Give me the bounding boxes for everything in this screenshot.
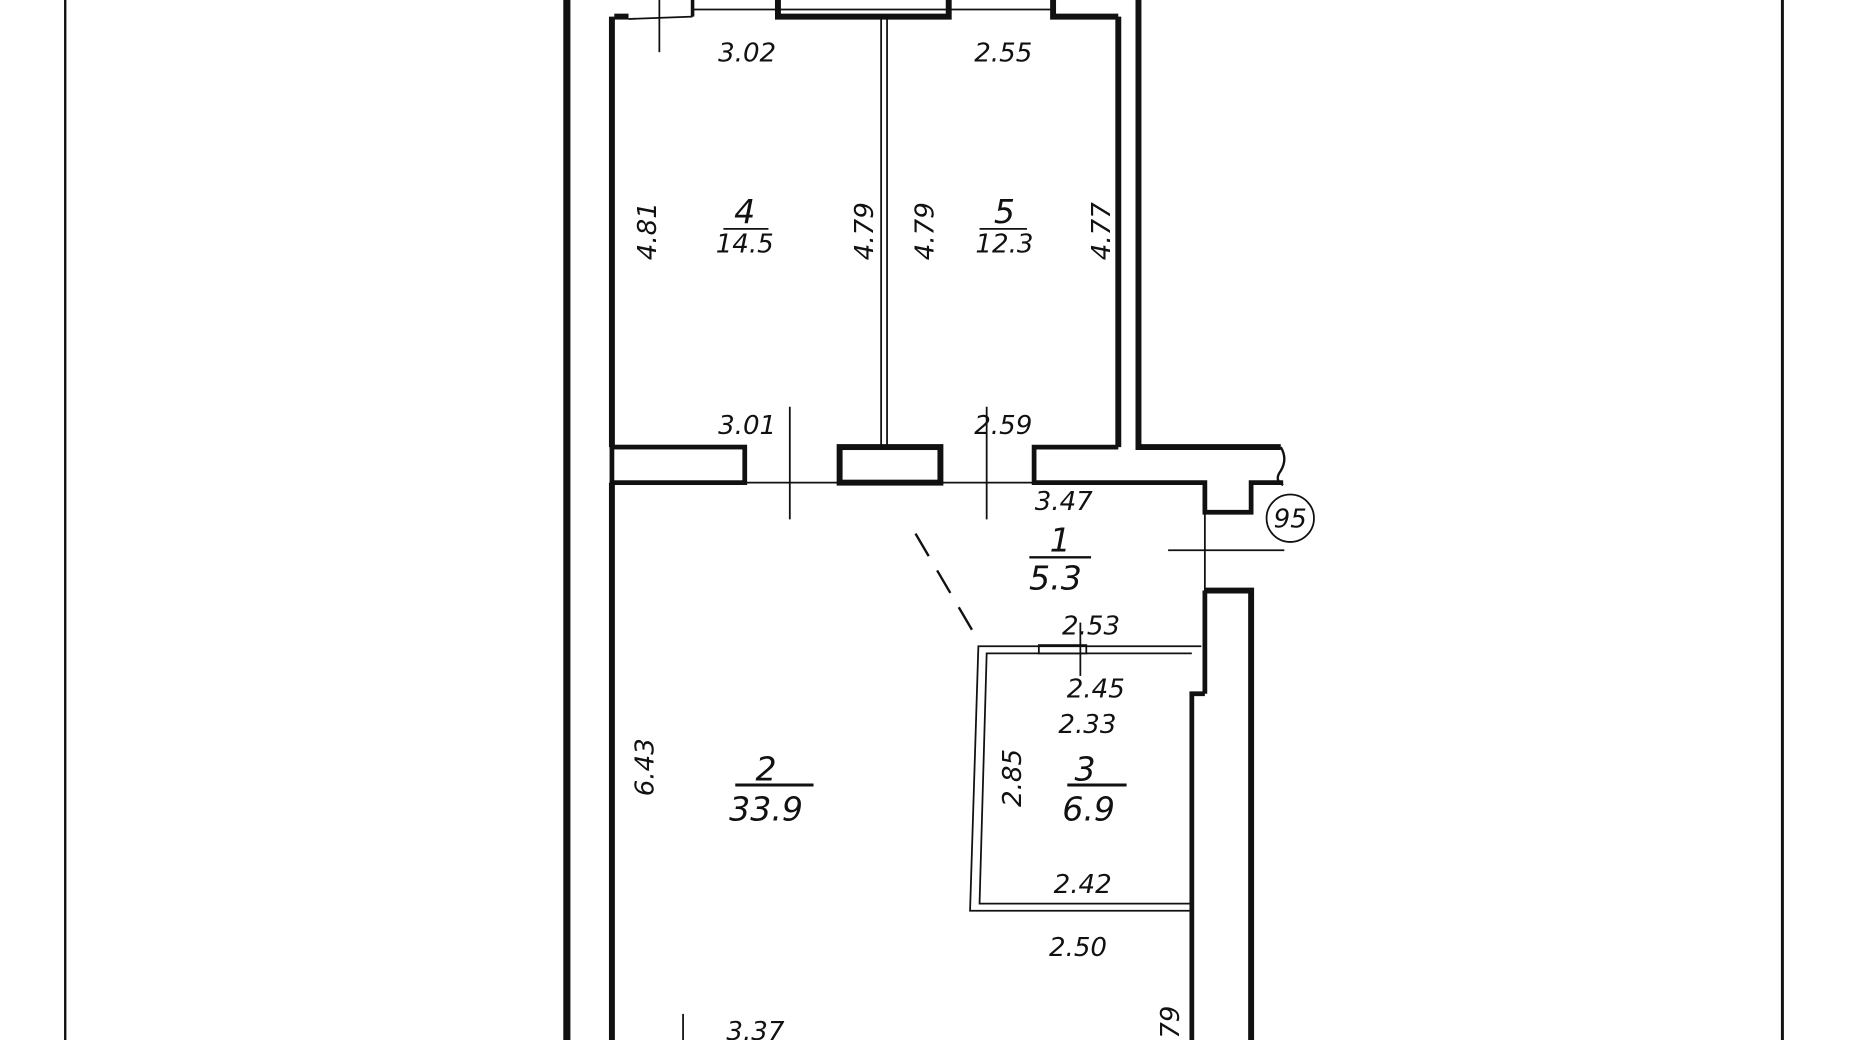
room-3-area: 6.9 [1062,790,1115,829]
dim-r1-bottom: 2.53 [1062,611,1120,641]
dim-r4-top: 3.02 [718,39,776,69]
room-2-area: 33.9 [729,790,803,829]
dim-r4-right: 4.79 [850,202,880,260]
dim-r2-bottom: 3.37 [726,1017,784,1040]
room-5-area: 12.3 [975,230,1033,260]
room-2-number: 2 [756,749,777,788]
dim-r3-left: 2.85 [998,749,1028,807]
dim-r4-bottom: 3.01 [718,411,776,441]
room-3-number: 3 [1075,749,1096,788]
dim-r1-top: 3.47 [1035,487,1093,517]
dim-r5-bottom: 2.59 [974,411,1032,441]
dim-r5-left: 4.79 [910,202,940,260]
room-4-area: 14.5 [716,230,774,260]
dim-r3-top: 2.45 [1067,674,1125,704]
plan-number-circle [1265,493,1315,543]
room-1-area: 5.3 [1029,558,1082,597]
dim-r2-mid: 2.50 [1049,933,1107,963]
dim-r5-top: 2.55 [974,39,1032,69]
dim-r2-left: 6.43 [630,738,660,796]
walls [563,0,1286,1040]
room-4-number: 4 [734,192,755,231]
dim-r4-left: 4.81 [633,202,663,260]
room-5-number: 5 [994,192,1015,231]
room-1-number: 1 [1050,520,1071,559]
plan-number-label: 95 [1274,505,1307,535]
dim-r5-right: 4.77 [1087,202,1117,260]
dim-r2-right: 79 [1156,1006,1186,1039]
dim-r3-top2: 2.33 [1058,710,1116,740]
dim-r3-bottom: 2.42 [1054,870,1112,900]
